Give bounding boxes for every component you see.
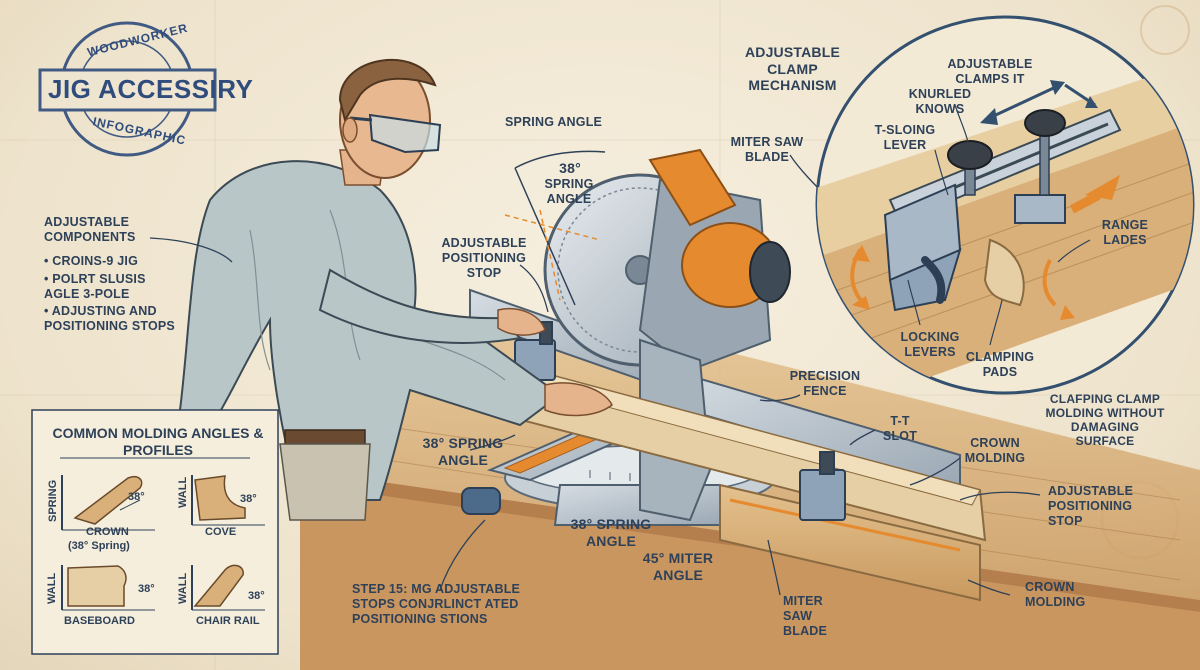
t-slot-label: T-T SLOT bbox=[882, 414, 918, 443]
inset-caption: CLAFPING CLAMP MOLDING WITHOUT DAMAGING … bbox=[1045, 392, 1165, 449]
inset-title: ADJUSTABLE CLAMP MECHANISM bbox=[744, 44, 841, 94]
crown-sub-label: (38° Spring) bbox=[68, 540, 130, 552]
leader-lines bbox=[149, 154, 1041, 596]
precision-fence-label: PRECISION FENCE bbox=[789, 369, 861, 398]
chair-rail-side-label: WALL bbox=[177, 572, 189, 604]
cove-side-label: WALL bbox=[177, 476, 189, 508]
baseboard-side-label: WALL bbox=[46, 572, 58, 604]
profiles-legend bbox=[31, 409, 279, 655]
adjustable-positioning-stop-right-label: ADJUSTABLE POSITIONING STOP bbox=[1048, 484, 1134, 528]
miter-saw-blade-top-label: MITER SAW BLADE bbox=[730, 135, 804, 164]
component-item-1-text: CROINS-9 JIG bbox=[52, 254, 138, 268]
component-item-3: • ADJUSTING AND POSITIONING STOPS bbox=[44, 304, 175, 333]
baseboard-angle-label: 38° bbox=[138, 583, 155, 595]
range-lades-label: RANGE LADES bbox=[1101, 218, 1149, 247]
miter-angle-label: 45° MITER ANGLE bbox=[642, 550, 714, 583]
baseboard-profile-sketch bbox=[61, 565, 155, 611]
component-item-2: • POLRT SLUSIS AGLE 3-POLE bbox=[44, 272, 146, 301]
cove-angle-label: 38° bbox=[240, 493, 257, 505]
stamp-banner-text: JIG ACCESSIRY bbox=[48, 74, 254, 104]
miter-saw-blade-bottom-label: MITER SAW BLADE bbox=[783, 594, 828, 638]
crown-profile-sketch bbox=[61, 475, 155, 531]
cove-profile-sketch bbox=[191, 475, 265, 526]
cove-name-label: COVE bbox=[205, 526, 237, 538]
baseboard-name-label: BASEBOARD bbox=[64, 615, 135, 627]
component-item-2-text: POLRT SLUSIS AGLE 3-POLE bbox=[44, 272, 146, 301]
adjustable-clamps-label: ADJUSTABLE CLAMPS IT bbox=[947, 57, 1033, 86]
t-sloing-lever-label: T-SLOING LEVER bbox=[874, 123, 936, 152]
clamp-inset bbox=[815, 15, 1195, 395]
spring-angle-arc-text: SPRING ANGLE bbox=[544, 177, 594, 206]
chair-rail-name-label: CHAIR RAIL bbox=[196, 615, 260, 627]
spring-angle-left-label: 38° SPRING ANGLE bbox=[422, 435, 504, 468]
adjustable-components-heading: ADJUSTABLE COMPONENTS bbox=[44, 215, 136, 244]
spring-angle-lines bbox=[504, 150, 606, 306]
step-note-label: STEP 15: MG ADJUSTABLE STOPS CONJRLINCT … bbox=[352, 582, 521, 626]
spring-angle-top-label: SPRING ANGLE bbox=[505, 115, 603, 129]
chair-rail-profile-sketch bbox=[191, 564, 265, 611]
crown-molding-mid-label: CROWN MOLDING bbox=[964, 436, 1026, 465]
spring-angle-base-label: 38° SPRING ANGLE bbox=[570, 516, 652, 549]
clamping-pads-label: CLAMPING PADS bbox=[965, 350, 1035, 379]
woodworker-figure bbox=[178, 59, 613, 521]
chair-rail-angle-label: 38° bbox=[248, 590, 265, 602]
stamp-badge bbox=[38, 21, 217, 157]
spring-angle-arc-value: 38° bbox=[559, 160, 581, 176]
crown-name-label: CROWN bbox=[86, 526, 129, 538]
adjustable-positioning-stop-top-label: ADJUSTABLE POSITIONING STOP bbox=[441, 236, 527, 280]
knurled-knobs-label: KNURLED KNOWS bbox=[908, 87, 972, 116]
crown-angle-label: 38° bbox=[128, 491, 145, 503]
miter-saw bbox=[543, 148, 791, 522]
component-item-3-text: ADJUSTING AND POSITIONING STOPS bbox=[44, 304, 175, 333]
locking-levers-label: LOCKING LEVERS bbox=[900, 330, 960, 359]
crown-molding-bottom-label: CROWN MOLDING bbox=[1025, 580, 1086, 609]
component-item-1: • CROINS-9 JIG bbox=[44, 254, 138, 268]
crown-side-label: SPRING bbox=[47, 479, 59, 522]
legend-title: COMMON MOLDING ANGLES & PROFILES bbox=[52, 425, 264, 458]
